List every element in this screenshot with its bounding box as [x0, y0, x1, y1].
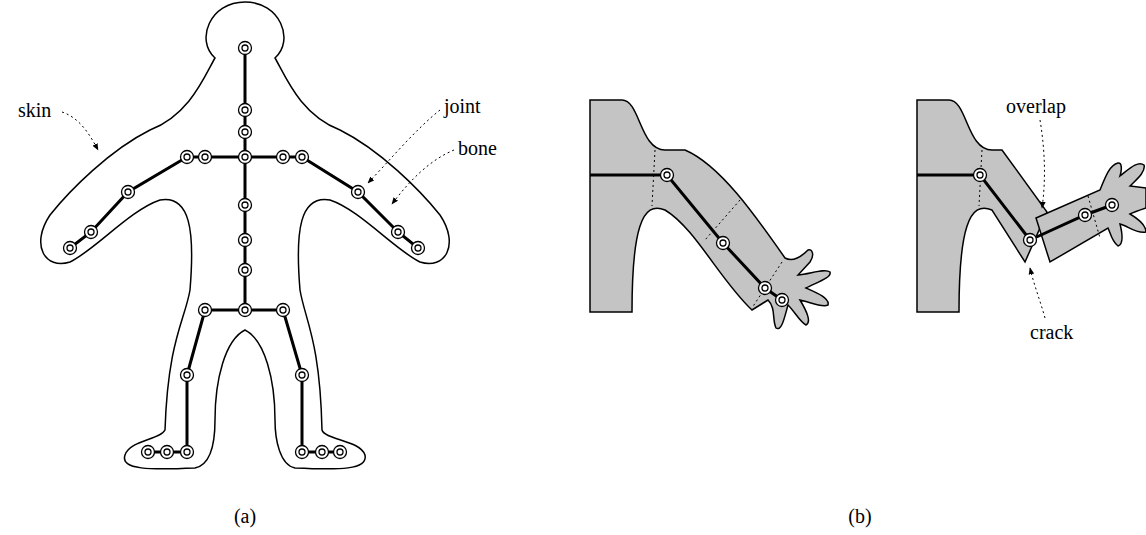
joint-symbol	[239, 264, 252, 277]
joint-symbol	[392, 226, 405, 239]
leader-line	[392, 150, 454, 204]
joint-symbol	[1024, 234, 1037, 247]
joint-symbol	[122, 186, 135, 199]
joint-symbol	[142, 446, 155, 459]
bone-line	[590, 175, 782, 300]
joint-symbol	[64, 242, 77, 255]
joint-symbol	[296, 446, 309, 459]
joint-symbol	[352, 186, 365, 199]
bone-line	[1030, 205, 1112, 240]
joint-symbol	[296, 151, 309, 164]
arm-skin	[590, 100, 830, 329]
joint-symbol	[161, 446, 174, 459]
joint-symbol	[717, 237, 730, 250]
joint-symbol	[1106, 199, 1119, 212]
part-label: overlap	[1006, 96, 1066, 116]
arm-skin	[917, 100, 1146, 312]
part-label: joint	[444, 96, 481, 116]
leader-line	[62, 112, 98, 150]
bone-line	[302, 157, 418, 248]
leader-line	[368, 110, 440, 183]
bone-line	[917, 175, 1030, 240]
panel-caption: (a)	[234, 506, 256, 526]
joint-symbol	[277, 151, 290, 164]
joint-symbol	[199, 151, 212, 164]
joint-symbol	[334, 446, 347, 459]
joint-symbol	[239, 199, 252, 212]
joint-symbol	[239, 304, 252, 317]
segment-divider	[979, 150, 1100, 238]
joint-symbol	[199, 304, 212, 317]
joint-symbol	[181, 151, 194, 164]
leader-line	[1030, 268, 1045, 318]
joint-symbol	[181, 446, 194, 459]
skin-outline	[41, 2, 450, 469]
joint-symbol	[239, 42, 252, 55]
joint-symbol	[759, 282, 772, 295]
joint-symbol	[239, 126, 252, 139]
joint-symbol	[412, 242, 425, 255]
joint-symbol	[239, 104, 252, 117]
joint-symbol	[776, 294, 789, 307]
part-label: skin	[18, 100, 51, 120]
joint-symbol	[661, 169, 674, 182]
joint-symbol	[316, 446, 329, 459]
joint-symbol	[296, 369, 309, 382]
leader-line	[1040, 120, 1044, 208]
joint-symbol	[277, 304, 290, 317]
joint-symbol	[181, 369, 194, 382]
joint-symbol	[239, 234, 252, 247]
panel-caption: (b)	[848, 506, 871, 526]
joint-symbol	[974, 169, 987, 182]
joint-symbol	[239, 151, 252, 164]
bone-line	[70, 157, 187, 248]
segment-divider	[652, 150, 782, 308]
part-label: crack	[1030, 322, 1073, 342]
joint-symbol	[1079, 209, 1092, 222]
joint-symbol	[85, 226, 98, 239]
part-label: bone	[458, 138, 497, 158]
